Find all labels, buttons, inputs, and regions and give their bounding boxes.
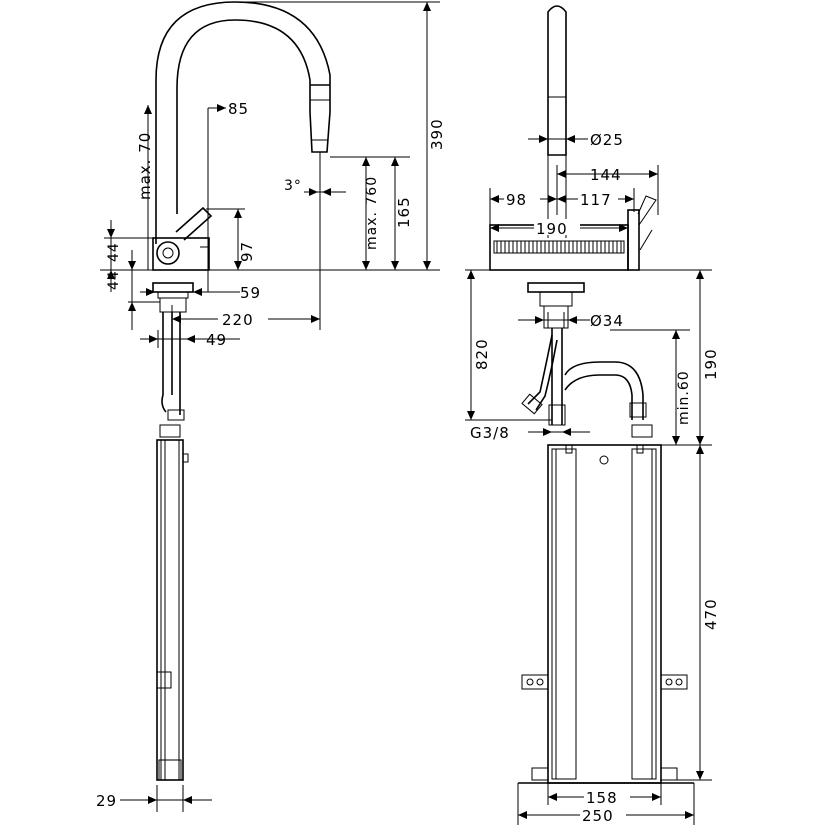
label-190v: 190 xyxy=(702,348,720,380)
label-144: 144 xyxy=(590,166,622,184)
dim-85: 85 xyxy=(207,100,249,292)
box-side xyxy=(156,439,189,781)
dim-max760-165: max. 760 165 xyxy=(330,156,413,270)
dim-44: 44 44 xyxy=(104,220,160,330)
dim-g38: G3/8 xyxy=(468,424,590,442)
label-117: 117 xyxy=(580,191,612,209)
dim-dia34: Ø34 xyxy=(518,312,624,330)
dim-190h: 190 xyxy=(490,219,628,238)
label-dia34: Ø34 xyxy=(590,312,624,330)
label-44b: 44 xyxy=(106,270,122,290)
faucet-body xyxy=(152,206,213,271)
label-min60: min.60 xyxy=(676,370,692,425)
label-max760: max. 760 xyxy=(364,176,380,250)
body-block xyxy=(489,224,629,271)
dim-97: 97 xyxy=(206,208,256,271)
dim-min60-190: min.60 190 xyxy=(610,270,720,446)
lever-front xyxy=(627,195,657,271)
label-49: 49 xyxy=(206,331,227,349)
label-97: 97 xyxy=(238,241,256,262)
label-165: 165 xyxy=(395,196,413,228)
dim-250: 250 xyxy=(517,783,695,825)
label-220: 220 xyxy=(222,311,254,329)
label-470: 470 xyxy=(702,598,720,630)
dim-3deg: 3° xyxy=(284,152,346,330)
front-view: Ø25 144 98 117 xyxy=(465,5,720,825)
dim-max70: max. 70 xyxy=(136,105,154,270)
dim-59: 59 xyxy=(140,284,261,302)
shank-hoses xyxy=(152,282,194,438)
dim-158: 158 xyxy=(547,783,662,807)
dim-29: 29 xyxy=(96,785,212,812)
label-250: 250 xyxy=(582,807,614,825)
dim-820: 820 xyxy=(465,270,552,421)
label-g38: G3/8 xyxy=(470,424,510,442)
dim-49: 49 xyxy=(140,330,240,349)
hoses-front xyxy=(521,334,653,438)
spout xyxy=(155,1,331,244)
label-29: 29 xyxy=(96,792,117,810)
label-820: 820 xyxy=(473,338,491,370)
label-max70: max. 70 xyxy=(136,132,154,200)
dim-390: 390 xyxy=(232,1,446,270)
dim-470: 470 xyxy=(660,445,720,781)
dim-144: 144 xyxy=(556,165,659,215)
label-190h: 190 xyxy=(536,220,568,238)
dim-dia25: Ø25 xyxy=(528,131,624,149)
dim-98-117: 98 117 xyxy=(489,188,635,230)
label-dia25: Ø25 xyxy=(590,131,624,149)
box-front xyxy=(518,444,694,784)
label-158: 158 xyxy=(586,789,618,807)
label-44a: 44 xyxy=(106,242,122,262)
label-3deg: 3° xyxy=(284,178,302,194)
label-390: 390 xyxy=(428,118,446,150)
label-98: 98 xyxy=(506,191,527,209)
side-view: max. 70 85 390 max. 760 165 xyxy=(96,1,446,812)
dim-220: 220 xyxy=(171,305,320,330)
label-85: 85 xyxy=(228,100,249,118)
label-59: 59 xyxy=(240,284,261,302)
shank-front xyxy=(527,282,585,426)
